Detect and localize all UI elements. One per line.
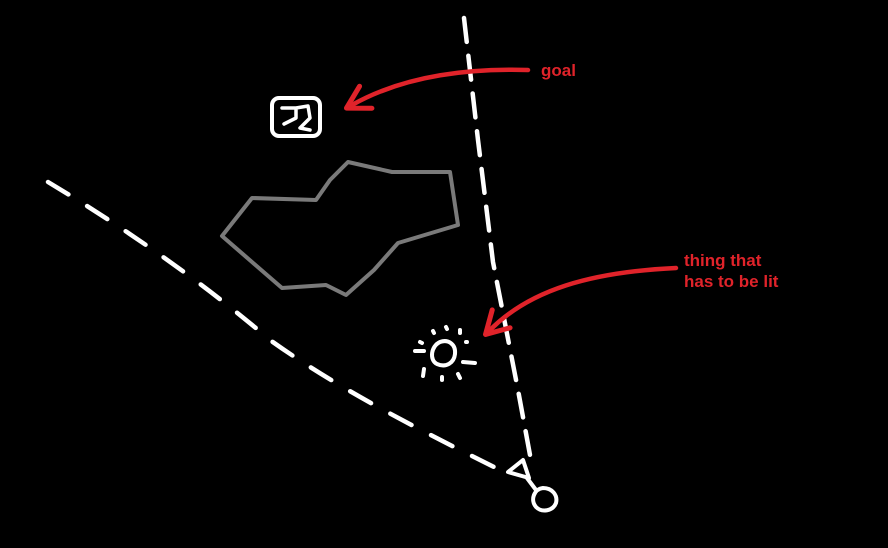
obstacle-outline bbox=[220, 160, 460, 297]
lit-object-label-line2: has to be lit bbox=[684, 272, 779, 291]
sun-icon bbox=[413, 325, 477, 382]
vision-line-left bbox=[45, 179, 503, 473]
lit-object-label-line1: thing that bbox=[684, 251, 762, 270]
arrow-to-lit-object bbox=[483, 265, 679, 337]
lit-object-label: thing that has to be lit bbox=[684, 250, 778, 292]
goal-label: goal bbox=[541, 61, 576, 80]
vision-line-right bbox=[461, 15, 533, 458]
goal-icon bbox=[270, 96, 322, 138]
player-icon bbox=[506, 458, 559, 513]
arrow-to-goal bbox=[343, 67, 531, 111]
